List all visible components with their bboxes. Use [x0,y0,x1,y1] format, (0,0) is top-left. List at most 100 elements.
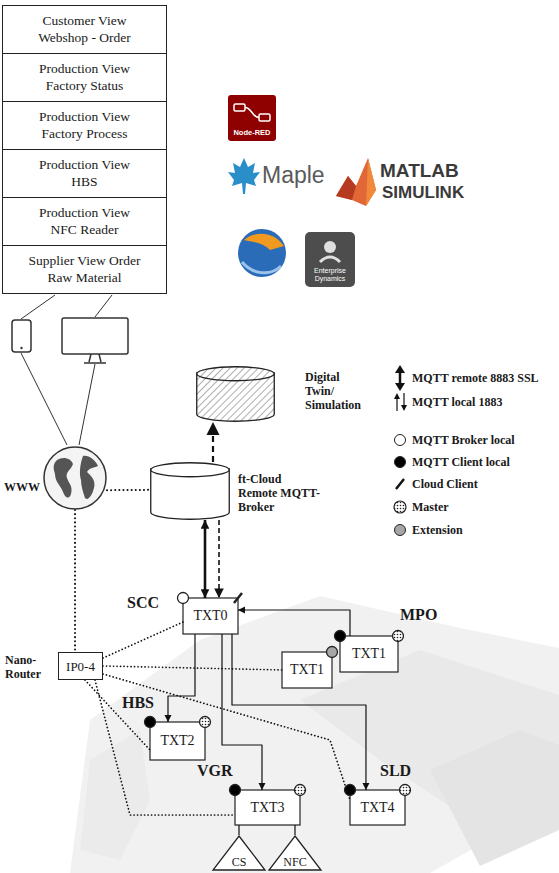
heading-label: HBS [122,694,154,712]
label-holder: Customer View Webshop - Order [3,6,166,53]
database-cylinder: Digital Twin/ Simulation [196,366,275,422]
legend-local-arrow [403,393,404,406]
legend-text: MQTT Client local [412,454,510,470]
client-marker [335,631,346,642]
box-label: Production View NFC Reader [26,205,144,237]
box-label: Production View Factory Process [26,109,144,141]
label-holder: Production View HBS [3,150,166,197]
node-red-logo [245,108,259,118]
matlab-logo [366,158,376,206]
label-holder: TXT3 [235,790,300,825]
client-marker [345,785,356,796]
legend-remote-arrow [395,383,405,391]
client-marker [230,785,241,796]
legend-text: MQTT remote 8883 SSL [412,370,539,386]
heading-label: Nano- Router [5,653,55,681]
connector [232,634,366,790]
label-holder: IP0-4 [59,653,102,679]
device-wire [95,295,112,317]
heading-label: WWW [4,480,40,494]
box-label: TXT1 [352,646,386,662]
box-label: TXT1 [290,662,324,678]
heading-label: Digital Twin/ Simulation [305,370,369,412]
globe-outline [43,446,107,510]
enterprise-dynamics-logo [305,232,355,287]
view-panel: Supplier View Order Raw Material [2,245,167,294]
box-label: Production View Factory Status [26,61,144,93]
controller-outline [350,790,405,825]
controller-outline [282,652,332,688]
label-holder: Production View Factory Process [3,102,166,149]
cloud-client-marker [234,593,242,603]
logo-text: MATLAB [380,160,459,182]
legend-local-arrow [396,398,397,411]
tablet-icon [20,347,22,349]
view-panel: Customer View Webshop - Order [2,5,167,54]
view-panel: Production View Factory Status [2,53,167,102]
connector [107,489,150,491]
monitor-icon [62,318,128,354]
client-marker [145,717,156,728]
simulation-logo [244,234,284,250]
matlab-logo [336,158,376,206]
connector [204,520,207,598]
matlab-logo [336,176,356,200]
box-label: TXT4 [360,800,394,816]
sensor-triangle: NFC [268,835,322,871]
master-marker [295,785,306,796]
logo-text: Enterprise Dynamics [307,267,353,283]
view-panel: Production View Factory Process [2,101,167,150]
legend-swatch [394,434,406,446]
legend-swatch [394,524,406,536]
legend-local-arrow [401,405,407,411]
device-wire [79,364,95,445]
heading-label: SLD [380,762,411,780]
logo-text: Node-RED [228,128,276,137]
router-box: IP0-4Nano- Router [58,652,103,680]
box-label: NFC [283,855,306,869]
connector [103,622,183,658]
cylinder-top [151,463,230,477]
controller-outline [340,636,398,672]
legend-remote-arrow [399,371,402,385]
label-holder: Supplier View Order Raw Material [3,246,166,293]
connector [212,422,214,462]
view-panel: Production View NFC Reader [2,197,167,246]
legend-text: MQTT Broker local [412,432,515,448]
controller-box: TXT0SCC [183,598,238,634]
legend-text: Extension [412,522,463,538]
legend-cloud-client [396,479,404,489]
maple-logo [228,158,260,194]
connector [238,610,350,636]
legend-text: MQTT local 1883 [412,394,502,410]
continent [54,458,73,498]
logo-text: SIMULINK [382,183,464,203]
heading-label: ft-Cloud Remote MQTT-Broker [238,472,322,514]
controller-box: TXT4SLD [350,790,405,825]
cylinder-outline [150,462,230,520]
label-holder: TXT1 [282,652,332,688]
legend-text: Cloud Client [412,476,478,492]
globe-circle [44,447,106,509]
triangle-shape [213,836,265,870]
connector [103,674,350,800]
legend-local-arrow [394,393,400,399]
factory-photo [430,730,559,866]
controller-outline [183,598,238,634]
controller-box: TXT1MPO [340,636,398,672]
box-label: TXT3 [250,800,284,816]
node-red-logo [228,95,276,141]
controller-outline [235,790,300,825]
cylinder-top [197,367,275,381]
label-holder: Production View NFC Reader [3,198,166,245]
label-holder: TXT4 [350,790,405,825]
monitor-icon [84,354,106,363]
label-holder: TXT0 [183,598,238,634]
connector [238,825,239,835]
box-label: Production View HBS [26,157,144,189]
label-holder: CS [212,835,266,871]
globe-icon: WWW [43,446,107,510]
legend-swatch [394,456,406,468]
broker-marker [178,593,189,604]
simulation-logo [238,229,286,277]
